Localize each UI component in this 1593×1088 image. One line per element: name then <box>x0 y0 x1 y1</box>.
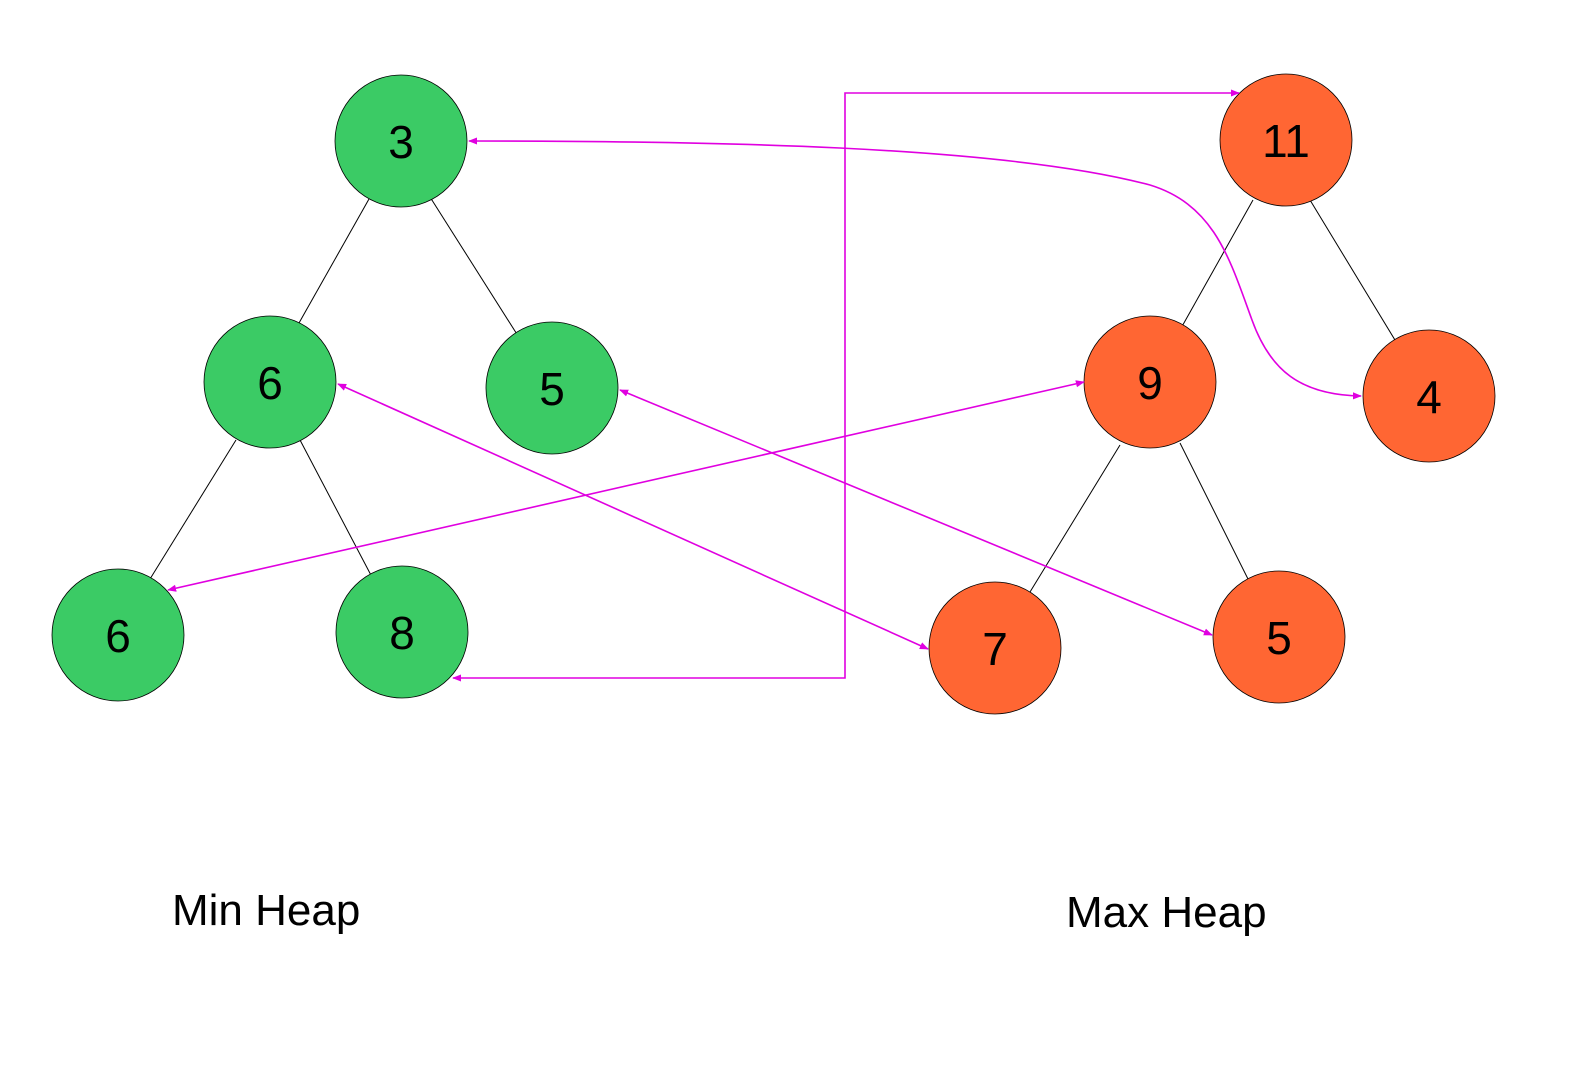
max-heap-node-right: 4 <box>1362 329 1496 463</box>
node-value: 4 <box>1416 371 1442 423</box>
node-value: 7 <box>982 623 1008 675</box>
max-heap-node-left-right: 5 <box>1212 570 1346 704</box>
node-value: 6 <box>257 357 283 409</box>
node-value: 3 <box>388 116 414 168</box>
max-heap-nodes: 11 9 4 7 5 <box>928 73 1496 715</box>
edge-min-left-min-left-left <box>149 439 237 580</box>
min-heap-node-left-right: 8 <box>335 565 469 699</box>
max-heap-node-root: 11 <box>1219 73 1353 207</box>
max-heap-caption: Max Heap <box>1066 888 1267 937</box>
cross-links <box>167 89 1362 682</box>
min-heap-node-left: 6 <box>203 315 337 449</box>
edge-min-root-min-left <box>298 198 370 324</box>
min-heap-nodes: 3 6 5 6 8 <box>51 74 619 702</box>
edge-max-root-max-right <box>1309 199 1399 346</box>
min-heap-node-root: 3 <box>334 74 468 208</box>
edge-max-left-max-left-right <box>1179 442 1251 584</box>
node-value: 11 <box>1262 115 1310 167</box>
max-heap-node-left: 9 <box>1083 315 1217 449</box>
edge-max-root-max-left <box>1179 199 1254 331</box>
max-heap-node-left-left: 7 <box>928 581 1062 715</box>
link-min-left-right-to-max-root <box>452 89 1240 682</box>
node-value: 8 <box>389 607 415 659</box>
edge-max-left-max-left-left <box>1029 444 1121 593</box>
node-value: 6 <box>105 610 131 662</box>
node-value: 5 <box>539 363 565 415</box>
min-heap-caption: Min Heap <box>172 886 360 935</box>
min-heap-node-right: 5 <box>485 321 619 455</box>
node-value: 9 <box>1137 357 1163 409</box>
min-heap-node-left-left: 6 <box>51 568 185 702</box>
node-value: 5 <box>1266 612 1292 664</box>
edge-min-root-min-right <box>429 196 521 340</box>
